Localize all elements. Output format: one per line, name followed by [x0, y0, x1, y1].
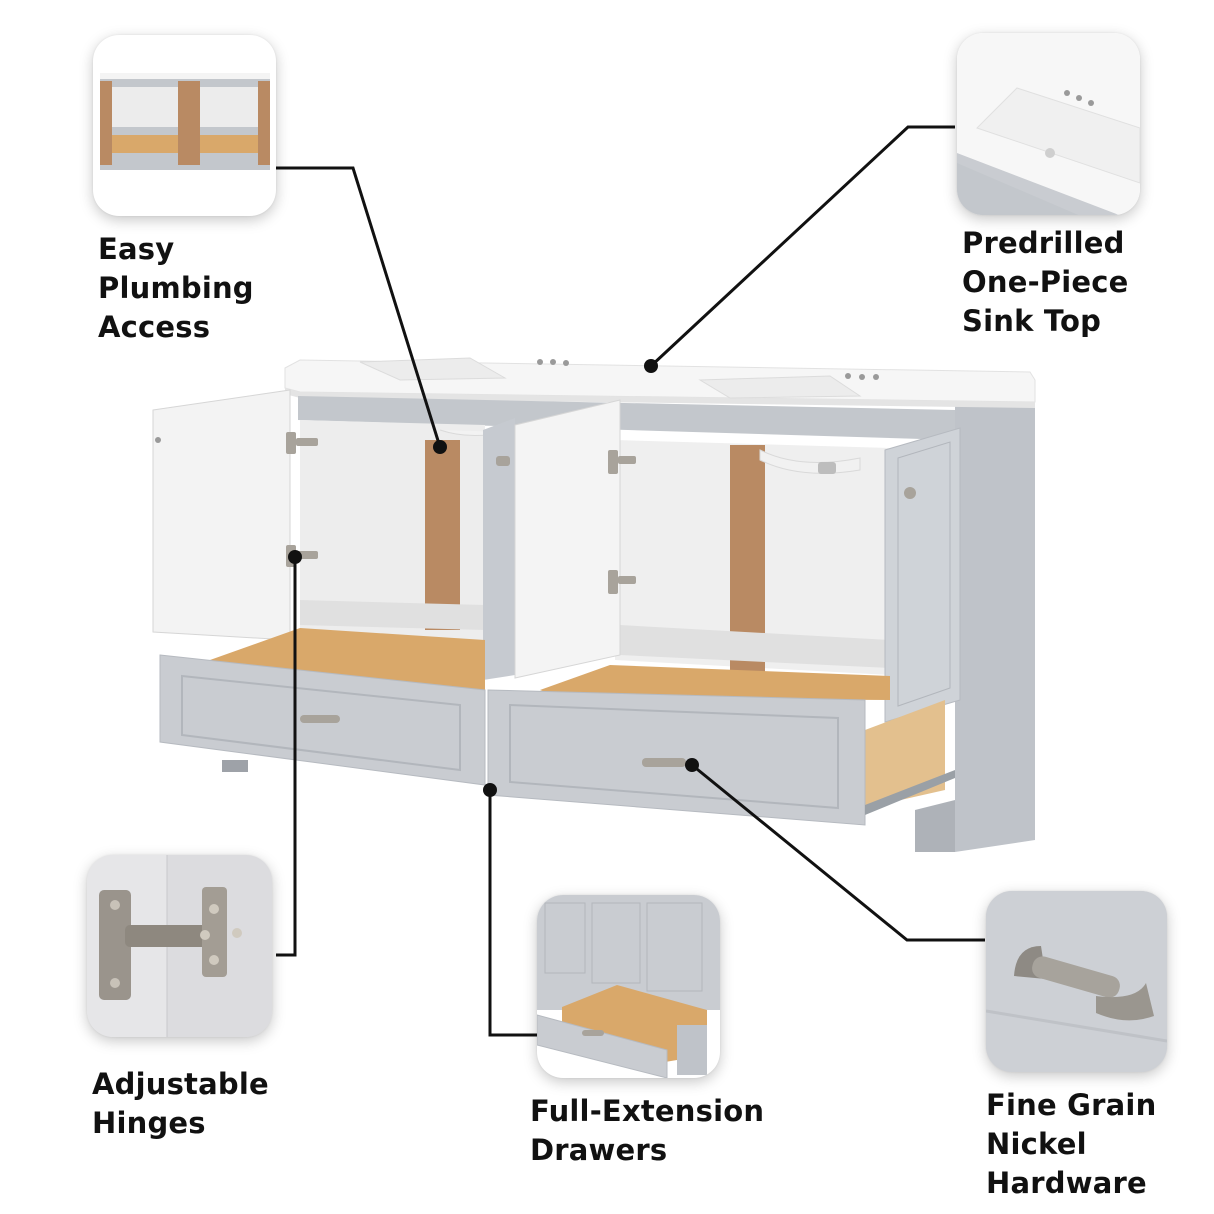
label-line: Full-Extension: [530, 1094, 765, 1128]
thumbnail-sink-top: [957, 33, 1140, 215]
callout-dot-hardware: [685, 758, 699, 772]
label-line: Hinges: [92, 1106, 206, 1140]
sink-top-icon: [957, 33, 1140, 215]
feature-label-sink-top: Predrilled One-Piece Sink Top: [962, 224, 1129, 341]
label-line: Nickel: [986, 1127, 1087, 1161]
label-line: One-Piece: [962, 265, 1129, 299]
label-line: Sink Top: [962, 304, 1102, 338]
callout-line-hinges: [276, 557, 297, 957]
label-line: Access: [98, 310, 211, 344]
callout-line-sink-top: [649, 125, 955, 368]
drawer-icon: [537, 895, 720, 1078]
callout-dot-plumbing: [433, 440, 447, 454]
hinge-icon: [87, 855, 272, 1037]
label-line: Drawers: [530, 1133, 668, 1167]
label-line: Plumbing: [98, 271, 254, 305]
callout-line-hardware: [691, 763, 985, 942]
thumbnail-plumbing: [93, 35, 276, 216]
callout-dot-hinges: [288, 550, 302, 564]
callout-dot-sink-top: [644, 359, 658, 373]
feature-label-drawers: Full-Extension Drawers: [530, 1092, 764, 1170]
label-line: Easy: [98, 232, 175, 266]
label-line: Hardware: [986, 1166, 1147, 1200]
handle-icon: [986, 891, 1167, 1072]
open-back-cabinet-icon: [100, 73, 270, 170]
label-line: Fine Grain: [986, 1088, 1157, 1122]
thumbnail-drawers: [537, 895, 720, 1078]
callout-line-plumbing: [276, 166, 442, 448]
callout-dot-drawers: [483, 783, 497, 797]
label-line: Predrilled: [962, 226, 1125, 260]
thumbnail-hardware: [986, 891, 1167, 1072]
thumbnail-hinges: [87, 855, 272, 1037]
feature-label-hardware: Fine Grain Nickel Hardware: [986, 1086, 1156, 1203]
feature-label-plumbing: Easy Plumbing Access: [98, 230, 254, 347]
feature-label-hinges: Adjustable Hinges: [92, 1065, 269, 1143]
label-line: Adjustable: [92, 1067, 269, 1101]
callout-line-drawers: [488, 790, 540, 1037]
